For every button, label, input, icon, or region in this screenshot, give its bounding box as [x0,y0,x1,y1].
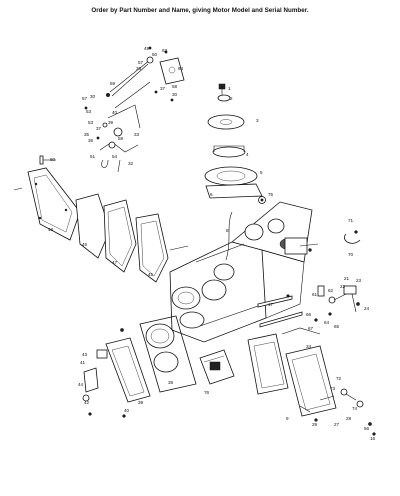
callout: 2 [230,96,233,101]
callout: 21 [344,276,350,281]
callout: 40 [124,408,130,413]
callout: 54 [112,154,118,159]
callout: 60 [50,157,56,162]
callout: 58 [118,136,124,141]
callout: 41 [80,360,86,365]
callout: 30 [172,92,178,97]
callout: 67 [308,326,314,331]
callout: 75 [268,192,274,197]
callout: 57 [82,96,88,101]
callout: 1 [228,86,231,91]
callout: 76 [204,390,210,395]
callout: 37 [160,86,166,91]
callout: 32 [128,161,134,166]
callout: 33 [134,132,140,137]
callout: 59 [110,81,116,86]
callout: 63 [162,48,168,53]
callout: 56 [364,426,370,431]
callout: 16 [370,436,376,441]
callout: 51 [90,154,96,159]
callout: 40 [112,110,118,115]
callout: 43 [82,352,88,357]
callout: 37 [96,126,102,131]
callout: 64 [324,320,330,325]
callout: 4 [246,152,249,157]
callout: 50 [152,52,158,57]
callout: 5 [260,170,263,175]
callout: 17 [268,302,274,307]
callout: 8 [226,228,229,233]
callout: 38 [168,380,174,385]
callout: 45 [148,272,154,277]
transfer-port-covers [247,333,376,436]
callout: 72 [336,376,342,381]
reed-plate [199,349,235,385]
throttle-linkage-group [39,46,185,173]
callout: 53 [86,109,92,114]
callout: 64 [178,66,184,71]
carburetor-stack [204,83,266,204]
callout: 22 [340,284,346,289]
callout-labels: 49 50 63 57 36 64 58 37 30 59 57 30 53 4… [48,46,376,441]
exhaust-cover-group [82,315,197,418]
cover-plates [13,167,169,283]
callout: 44 [78,382,84,387]
callout: 71 [348,218,354,223]
callout: 47 [112,260,118,265]
callout: 65 [334,324,340,329]
callout: 28 [346,416,352,421]
callout: 36 [136,66,142,71]
callout: 39 [108,120,114,125]
callout: 23 [356,278,362,283]
callout: 24 [364,306,370,311]
callout: 35 [84,132,90,137]
callout: 58 [172,84,178,89]
callout: 46 [82,242,88,247]
callout: 49 [144,46,150,51]
callout: 36 [88,138,94,143]
callout: 53 [88,120,94,125]
callout: 74 [352,406,358,411]
callout: 73 [330,386,336,391]
callout: 27 [334,422,340,427]
callout: 30 [90,94,96,99]
callout: 29 [312,422,318,427]
callout: 48 [48,227,54,232]
callout: 3 [256,118,259,123]
callout: 66 [306,312,312,317]
right-small-parts [257,230,361,335]
callout: 42 [84,400,90,405]
cylinder-block [169,201,319,343]
callout: 34 [306,344,312,349]
page-header: Order by Part Number and Name, giving Mo… [91,7,309,14]
callout: 9 [286,416,289,421]
callout: 6 [210,192,213,197]
callout: 62 [328,288,334,293]
callout: 70 [348,252,354,257]
callout: 39 [138,400,144,405]
callout: 61 [312,292,318,297]
callout: 57 [138,60,144,65]
